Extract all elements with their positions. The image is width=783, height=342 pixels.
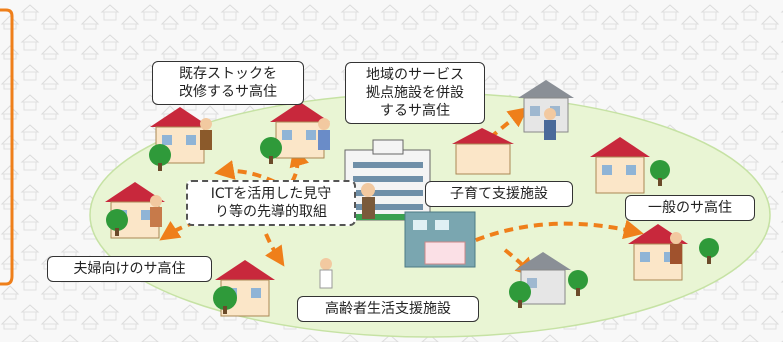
label-renovation-line1: 既存ストックを <box>179 66 277 82</box>
label-ict-line2: り等の先導的取組 <box>215 204 327 220</box>
label-renovation-sa-ko-ju: 既存ストックを 改修するサ高住 <box>152 61 304 105</box>
arrow-to-renovation <box>214 160 276 184</box>
label-renovation-line2: 改修するサ高住 <box>179 84 277 100</box>
label-service-hub-line3: するサ高住 <box>380 103 450 119</box>
label-couples-sa-ko-ju: 夫婦向けのサ高住 <box>47 256 212 282</box>
elderly-support-building <box>404 211 476 268</box>
house-general-upper <box>590 137 650 194</box>
frame-accent <box>0 8 14 286</box>
trees <box>106 137 719 314</box>
label-childcare-facility: 子育て支援施設 <box>425 181 573 207</box>
arrow-to-general <box>461 219 644 248</box>
label-service-hub: 地域のサービス 拠点施設を併設 するサ高住 <box>345 62 485 124</box>
label-elderly-support-facility: 高齢者生活支援施設 <box>297 296 479 322</box>
central-building <box>344 139 431 221</box>
label-ict-line1: ICTを活用した見守 <box>210 186 332 202</box>
label-service-hub-line1: 地域のサービス <box>366 67 464 83</box>
house-renovation-2 <box>270 102 330 159</box>
arrow-to-renovation-2 <box>289 146 309 183</box>
arrow-to-couples-house <box>264 233 285 267</box>
childcare-building <box>452 128 514 175</box>
people <box>150 108 682 289</box>
label-ict-initiative: ICTを活用した見守 り等の先導的取組 <box>186 180 356 226</box>
label-general-sa-ko-ju: 一般のサ高住 <box>625 195 755 221</box>
label-service-hub-line2: 拠点施設を併設 <box>366 85 464 101</box>
